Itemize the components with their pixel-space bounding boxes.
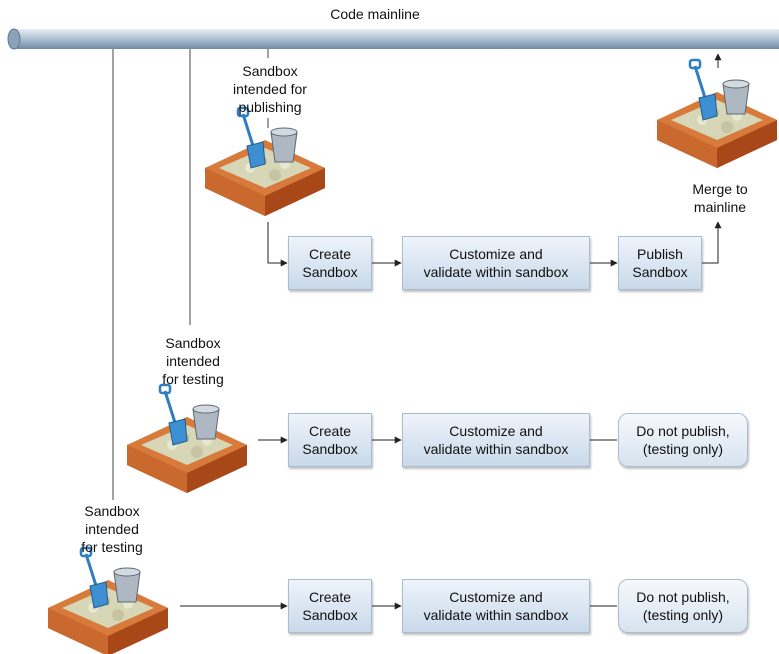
arrow-icon [702, 221, 722, 264]
sandbox-label-testing: Sandbox intended for testing [162, 335, 224, 387]
sandbox-icon [125, 383, 249, 495]
connector-line [267, 222, 288, 267]
customize-validate-step: Customize and validate within sandbox [402, 236, 590, 290]
merge-label: Merge to mainline [692, 181, 748, 215]
sandbox-icon [655, 58, 779, 170]
mainline-label: Code mainline [330, 6, 420, 22]
create-sandbox-step: Create Sandbox [288, 579, 372, 633]
customize-validate-step: Customize and validate within sandbox [402, 413, 590, 467]
sandbox-label-testing: Sandbox intended for testing [81, 503, 143, 555]
do-not-publish-step: Do not publish, (testing only) [618, 413, 748, 467]
mainline-pipe-icon [7, 28, 779, 50]
create-sandbox-step: Create Sandbox [288, 413, 372, 467]
sandbox-icon [203, 106, 327, 218]
sandbox-icon [46, 546, 170, 654]
customize-validate-step: Customize and validate within sandbox [402, 579, 590, 633]
do-not-publish-step: Do not publish, (testing only) [618, 579, 748, 633]
sandbox-label-publishing: Sandbox intended for publishing [233, 63, 307, 115]
create-sandbox-step: Create Sandbox [288, 236, 372, 290]
publish-sandbox-step: Publish Sandbox [618, 236, 702, 290]
